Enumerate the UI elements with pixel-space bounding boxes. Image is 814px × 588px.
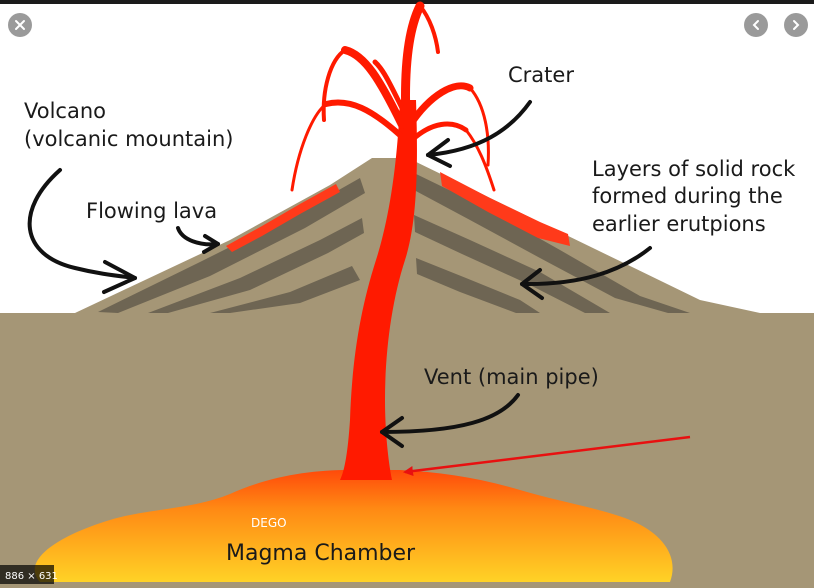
magma-chamber [34, 470, 673, 582]
rock-layer [414, 215, 610, 313]
crater-arrow [426, 100, 532, 157]
chevron-right-icon [793, 20, 800, 30]
label-vent: Vent (main pipe) [424, 365, 599, 389]
label-layers-3: earlier erutpions [592, 212, 766, 236]
volcano-arrowhead [102, 260, 137, 294]
image-size-badge-bg [0, 565, 54, 584]
label-flowing-lava: Flowing lava [86, 199, 217, 223]
watermark-dego: DEGO [251, 516, 287, 530]
label-volcano: Volcano [24, 99, 106, 123]
rock-layer [210, 266, 360, 313]
viewer-top-bar [0, 0, 814, 4]
label-magma-chamber: Magma Chamber [226, 541, 416, 566]
image-size-badge: 886 × 631 [5, 571, 58, 582]
flowing-lava-left [226, 184, 340, 252]
flowing-lava-arrow [176, 226, 220, 247]
next-button[interactable] [784, 13, 808, 37]
flowing-lava-right [440, 172, 570, 246]
label-volcanic-mountain: (volcanic mountain) [24, 127, 233, 151]
label-layers-2: formed during the [592, 184, 783, 208]
close-icon [15, 20, 25, 30]
annotation-arrows [27, 100, 652, 448]
volcano-arrow [27, 168, 137, 280]
rock-layer [416, 258, 540, 313]
label-layers-1: Layers of solid rock [592, 157, 796, 181]
lava-fountain [290, 1, 496, 192]
label-crater: Crater [508, 63, 574, 87]
close-button[interactable] [8, 13, 32, 37]
vent-arrow [380, 393, 520, 434]
vent-pipe [340, 100, 417, 480]
crater-arrowhead [426, 138, 452, 168]
red-pointer-arrow [403, 435, 691, 476]
chevron-left-icon [752, 20, 759, 30]
flowing-lava-arrowhead [202, 234, 220, 254]
vent-arrowhead [380, 416, 404, 448]
previous-button[interactable] [744, 13, 768, 37]
layers-arrowhead [520, 268, 544, 300]
layers-arrow [520, 246, 652, 287]
